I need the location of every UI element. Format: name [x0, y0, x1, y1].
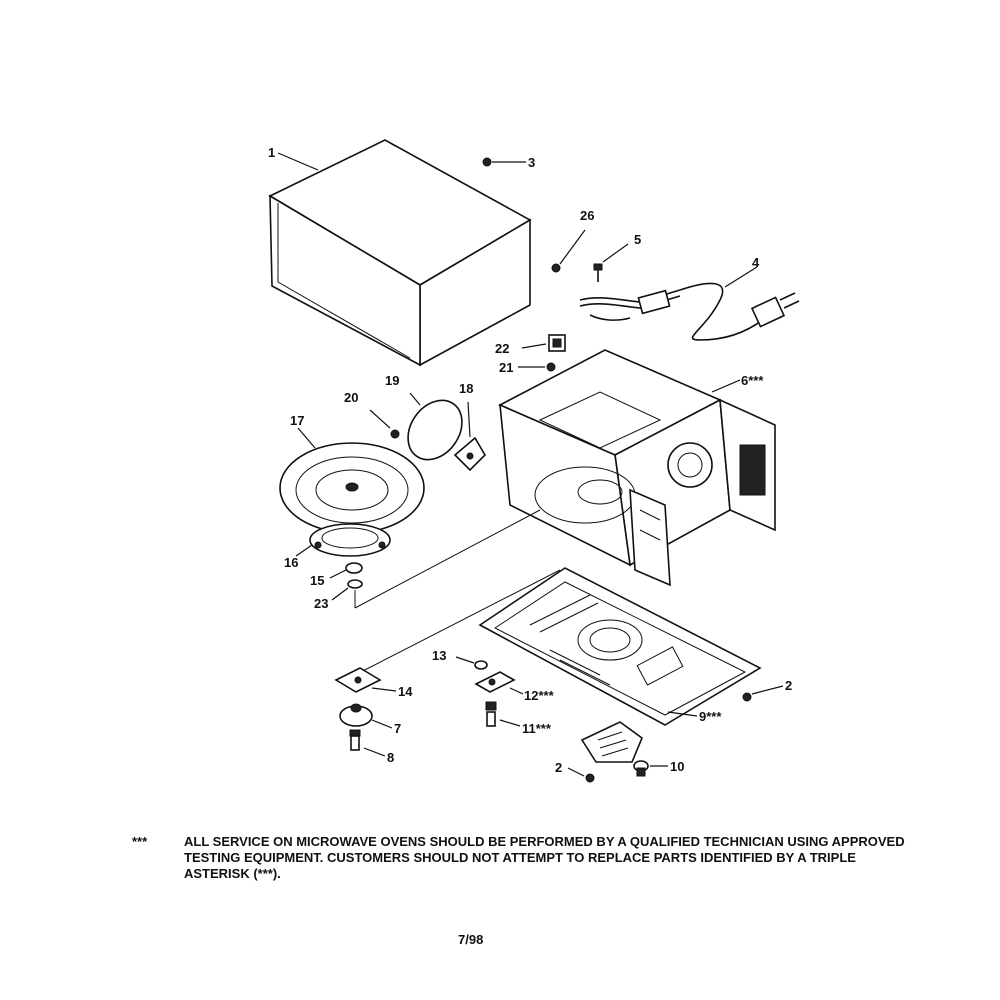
- oven-cavity: [498, 349, 776, 587]
- callout-13: 13: [432, 648, 446, 663]
- screw-3-icon: [482, 157, 492, 167]
- vent-slots: [529, 594, 611, 686]
- callout-26: 26: [580, 208, 594, 223]
- cover-plate: [580, 721, 643, 763]
- callout-20: 20: [344, 390, 358, 405]
- callout-1: 1: [268, 145, 275, 160]
- power-cord: [579, 282, 800, 341]
- screw-11-icon: [485, 701, 497, 727]
- screw-5-icon: [593, 263, 603, 282]
- callout-2a: 2: [785, 678, 792, 693]
- callout-17: 17: [290, 413, 304, 428]
- callout-15: 15: [310, 573, 324, 588]
- page-code: 7/98: [458, 932, 484, 947]
- stirrer-bracket: [453, 436, 487, 472]
- callout-9: 9***: [699, 709, 722, 724]
- screw-21-icon: [546, 362, 556, 372]
- callout-23: 23: [314, 596, 328, 611]
- callout-8: 8: [387, 750, 394, 765]
- callout-6: 6***: [741, 373, 764, 388]
- switch-22-icon: [548, 334, 566, 352]
- callout-5: 5: [634, 232, 641, 247]
- base-plate: [478, 567, 762, 726]
- notice-asterisk: ***: [132, 834, 148, 849]
- screw-20-icon: [390, 429, 400, 439]
- screw-26-icon: [551, 263, 561, 273]
- cabinet-wrapper: [268, 139, 532, 367]
- screw-8-icon: [349, 729, 361, 751]
- coupling-15-icon: [345, 562, 363, 574]
- roller-ring: [309, 523, 391, 557]
- callout-14: 14: [398, 684, 413, 699]
- callout-21: 21: [499, 360, 513, 375]
- callout-10: 10: [670, 759, 684, 774]
- callout-16: 16: [284, 555, 298, 570]
- callout-19: 19: [385, 373, 399, 388]
- callout-11: 11***: [522, 721, 552, 736]
- notice-text: ALL SERVICE ON MICROWAVE OVENS SHOULD BE…: [184, 834, 905, 881]
- screw-2a-icon: [742, 692, 752, 702]
- washer-23-icon: [347, 579, 363, 589]
- callout-3: 3: [528, 155, 535, 170]
- callout-2b: 2: [555, 760, 562, 775]
- turntable-motor: [339, 703, 373, 727]
- callout-7: 7: [394, 721, 401, 736]
- bracket-12-icon: [474, 671, 516, 693]
- screw-2b-icon: [585, 773, 595, 783]
- foot-10-icon: [633, 760, 649, 777]
- callout-22: 22: [495, 341, 509, 356]
- washer-13-icon: [474, 660, 488, 670]
- turntable-tray: [279, 442, 425, 534]
- callout-4: 4: [752, 255, 760, 270]
- motor-bracket: [334, 667, 382, 693]
- callout-12: 12***: [524, 688, 555, 703]
- waveguide-cover: [407, 399, 463, 461]
- service-notice: *** ALL SERVICE ON MICROWAVE OVENS SHOUL…: [132, 834, 912, 882]
- callout-18: 18: [459, 381, 473, 396]
